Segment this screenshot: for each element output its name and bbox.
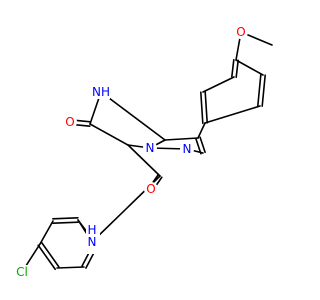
molecule-structure: O NH N N O H N Cl O — [13, 25, 273, 279]
atom-label-n-pyrazole: N — [183, 142, 192, 156]
atom-o-amide: O — [144, 182, 158, 196]
double-bond-a4-a5-a — [204, 91, 208, 124]
bond-b2-b3 — [39, 220, 54, 245]
double-bond-a2-a3-b — [261, 74, 266, 108]
bond-a3-a4 — [204, 105, 261, 124]
bond-c3-c3a — [164, 137, 199, 141]
bond-c3a-nh — [100, 91, 166, 141]
atom-n-bridge: N — [143, 141, 157, 155]
bond-a5-a6 — [202, 76, 235, 93]
atom-label-o-ketone: O — [65, 115, 74, 129]
bond-b4-b5 — [56, 266, 85, 269]
bond-a4-c3 — [197, 122, 206, 139]
double-bond-b1-b2-a — [52, 217, 79, 220]
double-bond-a6-a1-a — [235, 59, 239, 79]
bond-c_ko-c7 — [89, 123, 129, 146]
atom-o-ketone: O — [63, 115, 77, 129]
bond-a1-a2 — [235, 59, 264, 76]
atom-label-h-amide: H — [87, 223, 96, 237]
atom-n-pyrazole: N — [180, 142, 194, 156]
double-bond-a2-a3-a — [257, 73, 262, 107]
double-bond-a6-a1-b — [231, 58, 235, 78]
atom-nh-amide: H N — [86, 220, 100, 254]
atom-label-n-bridge: N — [146, 141, 155, 155]
bond-c7-ch2 — [127, 144, 161, 177]
double-bond-c3-c2-a — [195, 137, 202, 155]
double-bond-a4-a5-b — [200, 91, 204, 124]
atom-label-o-methoxy: O — [236, 25, 245, 39]
atom-label-o-amide: O — [146, 182, 155, 196]
atom-label-nh-ring: NH — [92, 85, 110, 99]
atom-o-methoxy: O — [234, 25, 248, 39]
double-bond-b3-b4-b — [40, 241, 60, 268]
atom-label-layer: O NH N N O H N Cl O — [13, 25, 248, 279]
atom-label-cl: Cl — [16, 265, 28, 279]
double-bond-c3-c2-b — [199, 136, 206, 154]
atom-label-n-amide: N — [88, 235, 97, 249]
double-bond-b1-b2-b — [52, 221, 79, 224]
atom-cl: Cl — [13, 265, 33, 279]
double-bond-b3-b4-a — [37, 244, 57, 271]
atom-nh-ring: NH — [90, 85, 110, 99]
